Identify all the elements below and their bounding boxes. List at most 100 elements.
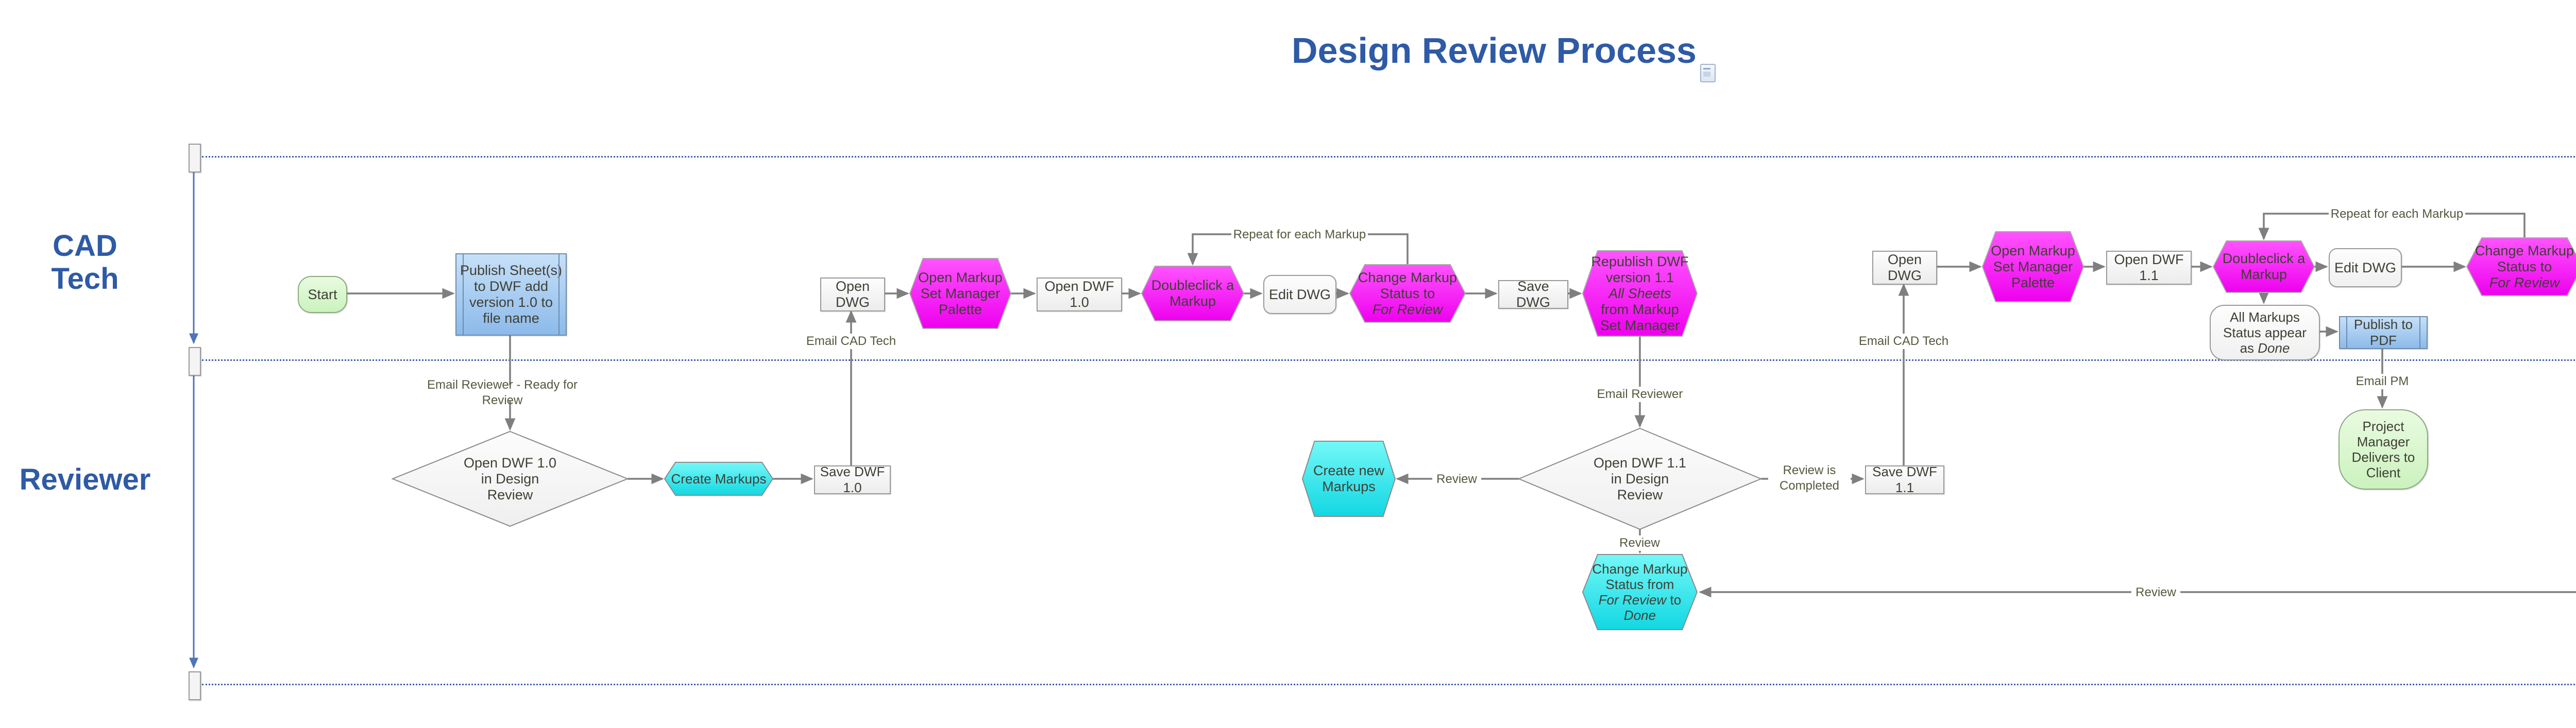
node-save-dwf10-label: Save DWF 1.0: [820, 464, 885, 495]
node-change-status-done[interactable]: Change Markup Status from For Review to …: [1583, 554, 1697, 630]
lane-handle-left-bottom[interactable]: [189, 671, 201, 700]
changereview2-line2: Status to: [2497, 258, 2552, 274]
node-open-markup-palette-2[interactable]: Open Markup Set Manager Palette: [1982, 232, 2083, 302]
label-email-cad-tech-1: Email CAD Tech: [805, 334, 897, 349]
allmarkups-line3: as Done: [2240, 340, 2290, 356]
pm-line1: Project: [2362, 419, 2404, 434]
node-create-markups-label: Create Markups: [671, 471, 767, 487]
changereview1-line2: Status to: [1380, 285, 1435, 301]
doubleclick2-line1: Doubleclick a: [2222, 251, 2306, 266]
node-open-dwf10-label: Open DWF 1.0: [1044, 279, 1114, 310]
republish11-line2: version 1.1: [1605, 269, 1674, 285]
node-open-dwg-1-label: Open DWG: [835, 279, 870, 310]
node-pm-delivers-client[interactable]: Project Manager Delivers to Client: [2338, 409, 2428, 490]
hexagon-shape: [2213, 241, 2314, 292]
republish11-line3: All Sheets: [1608, 285, 1671, 301]
changereview2-line1: Change Markup: [2475, 242, 2574, 258]
hexagon-shape: [1583, 251, 1697, 336]
diamond10-line2: in Design: [481, 471, 539, 487]
node-open-dwf-1-1-rect[interactable]: Open DWF 1.1: [2106, 251, 2192, 285]
node-save-dwf11-label: Save DWF 1.1: [1872, 464, 1937, 495]
node-open-dwf11-label: Open DWF 1.1: [2114, 252, 2184, 283]
node-create-new-markups[interactable]: Create new Markups: [1302, 441, 1395, 516]
pm-line3: Delivers to: [2351, 449, 2415, 465]
allmarkups-line3b: Done: [2258, 340, 2290, 356]
node-open-markup-palette-1[interactable]: Open Markup Set Manager Palette: [910, 258, 1011, 328]
node-open-dwg-2[interactable]: Open DWG: [1872, 251, 1937, 285]
node-open-dwf-1-0-rect[interactable]: Open DWF 1.0: [1037, 278, 1122, 311]
label-review-completed: Review is Completed: [1768, 462, 1851, 494]
hexagon-shape: [910, 258, 1011, 328]
lane-handle-left-top[interactable]: [189, 144, 201, 172]
lane-boundary-top: [202, 156, 2576, 158]
allmarkups-line3a: as: [2240, 340, 2258, 356]
hexagon-shape: [1583, 554, 1697, 630]
pm-line2: Manager: [2357, 434, 2410, 449]
node-publish-pdf-label: Publish to PDF: [2353, 317, 2413, 348]
node-publish-dwf-1-0[interactable]: Publish Sheet(s) to DWF add version 1.0 …: [455, 253, 567, 336]
label-review-left: Review: [1432, 472, 1481, 487]
node-start[interactable]: Start: [298, 276, 347, 313]
node-edit-dwg-1[interactable]: Edit DWG: [1263, 275, 1336, 314]
node-change-status-for-review-2[interactable]: Change Markup Status to For Review: [2467, 238, 2576, 296]
palette2-line1: Open Markup: [1991, 242, 2075, 258]
label-email-pm: Email PM: [2351, 374, 2413, 389]
node-all-markups-done[interactable]: All Markups Status appear as Done: [2210, 305, 2320, 360]
hexagon-shape: [1302, 441, 1395, 516]
diamond-shape: [1519, 428, 1761, 529]
page-title: Design Review Process: [1292, 30, 1697, 71]
title-embed-icon: [1700, 64, 1716, 82]
node-doubleclick-markup-1[interactable]: Doubleclick a Markup: [1142, 266, 1244, 321]
node-edit-dwg-2[interactable]: Edit DWG: [2329, 248, 2402, 287]
diamond11-line1: Open DWF 1.1: [1593, 455, 1687, 471]
node-save-dwf-1-1[interactable]: Save DWF 1.1: [1865, 464, 1944, 495]
node-change-status-for-review-1[interactable]: Change Markup Status to For Review: [1350, 265, 1465, 322]
lane-label-cad: CAD: [53, 229, 117, 263]
node-doubleclick-markup-2[interactable]: Doubleclick a Markup: [2213, 241, 2314, 292]
node-open-dwf-1-1-review[interactable]: Open DWF 1.1 in Design Review: [1519, 428, 1761, 529]
node-create-markups[interactable]: Create Markups: [665, 462, 773, 495]
lane-handle-left-middle[interactable]: [189, 347, 201, 376]
palette2-line2: Set Manager: [1993, 258, 2073, 274]
lane-label-cad-tech: CAD Tech: [15, 230, 155, 296]
node-open-dwg-1[interactable]: Open DWG: [820, 278, 885, 311]
changedone-line3a: For Review: [1598, 592, 1667, 608]
changereview1-line1: Change Markup: [1358, 269, 1458, 285]
label-review-completed-l1: Review is: [1783, 463, 1836, 477]
changedone-line2: Status from: [1605, 577, 1674, 592]
pm-line4: Client: [2366, 465, 2401, 480]
label-review-down: Review: [1615, 535, 1664, 551]
doubleclick1-line2: Markup: [1169, 293, 1216, 309]
node-publish-line4: file name: [483, 310, 539, 326]
changedone-line3b: to: [1666, 592, 1682, 608]
hexagon-shape: [1142, 266, 1244, 321]
node-open-dwf-1-0-review[interactable]: Open DWF 1.0 in Design Review: [393, 431, 628, 526]
node-publish-to-pdf[interactable]: Publish to PDF: [2339, 316, 2428, 349]
node-save-dwg-1[interactable]: Save DWG: [1498, 279, 1568, 310]
node-open-dwg-2-label: Open DWG: [1887, 252, 1922, 283]
label-review-long: Review: [2131, 585, 2180, 600]
republish11-line4: from Markup: [1601, 301, 1679, 317]
node-edit-dwg-2-label: Edit DWG: [2334, 259, 2396, 275]
label-email-reviewer-1: Email Reviewer: [1595, 387, 1685, 402]
palette2-line3: Palette: [2011, 274, 2055, 290]
palette1-line2: Set Manager: [920, 285, 1001, 301]
palette1-line1: Open Markup: [918, 269, 1003, 285]
diamond11-line3: Review: [1617, 487, 1663, 502]
hexagon-shape: [1350, 265, 1465, 322]
republish11-line5: Set Manager: [1600, 317, 1680, 333]
hexagon-shape: [1982, 232, 2083, 302]
palette1-line3: Palette: [938, 301, 982, 317]
hexagon-shape: [665, 462, 773, 495]
republish11-line1: Republish DWF: [1591, 253, 1689, 269]
node-republish-dwf-1-1[interactable]: Republish DWF version 1.1 All Sheets fro…: [1583, 251, 1697, 336]
node-save-dwf-1-0[interactable]: Save DWF 1.0: [814, 464, 891, 495]
allmarkups-line2: Status appear: [2223, 325, 2307, 340]
changedone-line1: Change Markup: [1592, 561, 1688, 577]
label-review-completed-l2: Completed: [1779, 479, 1840, 493]
changereview1-line3: For Review: [1372, 301, 1443, 317]
label-email-cad-tech-2: Email CAD Tech: [1857, 334, 1950, 349]
